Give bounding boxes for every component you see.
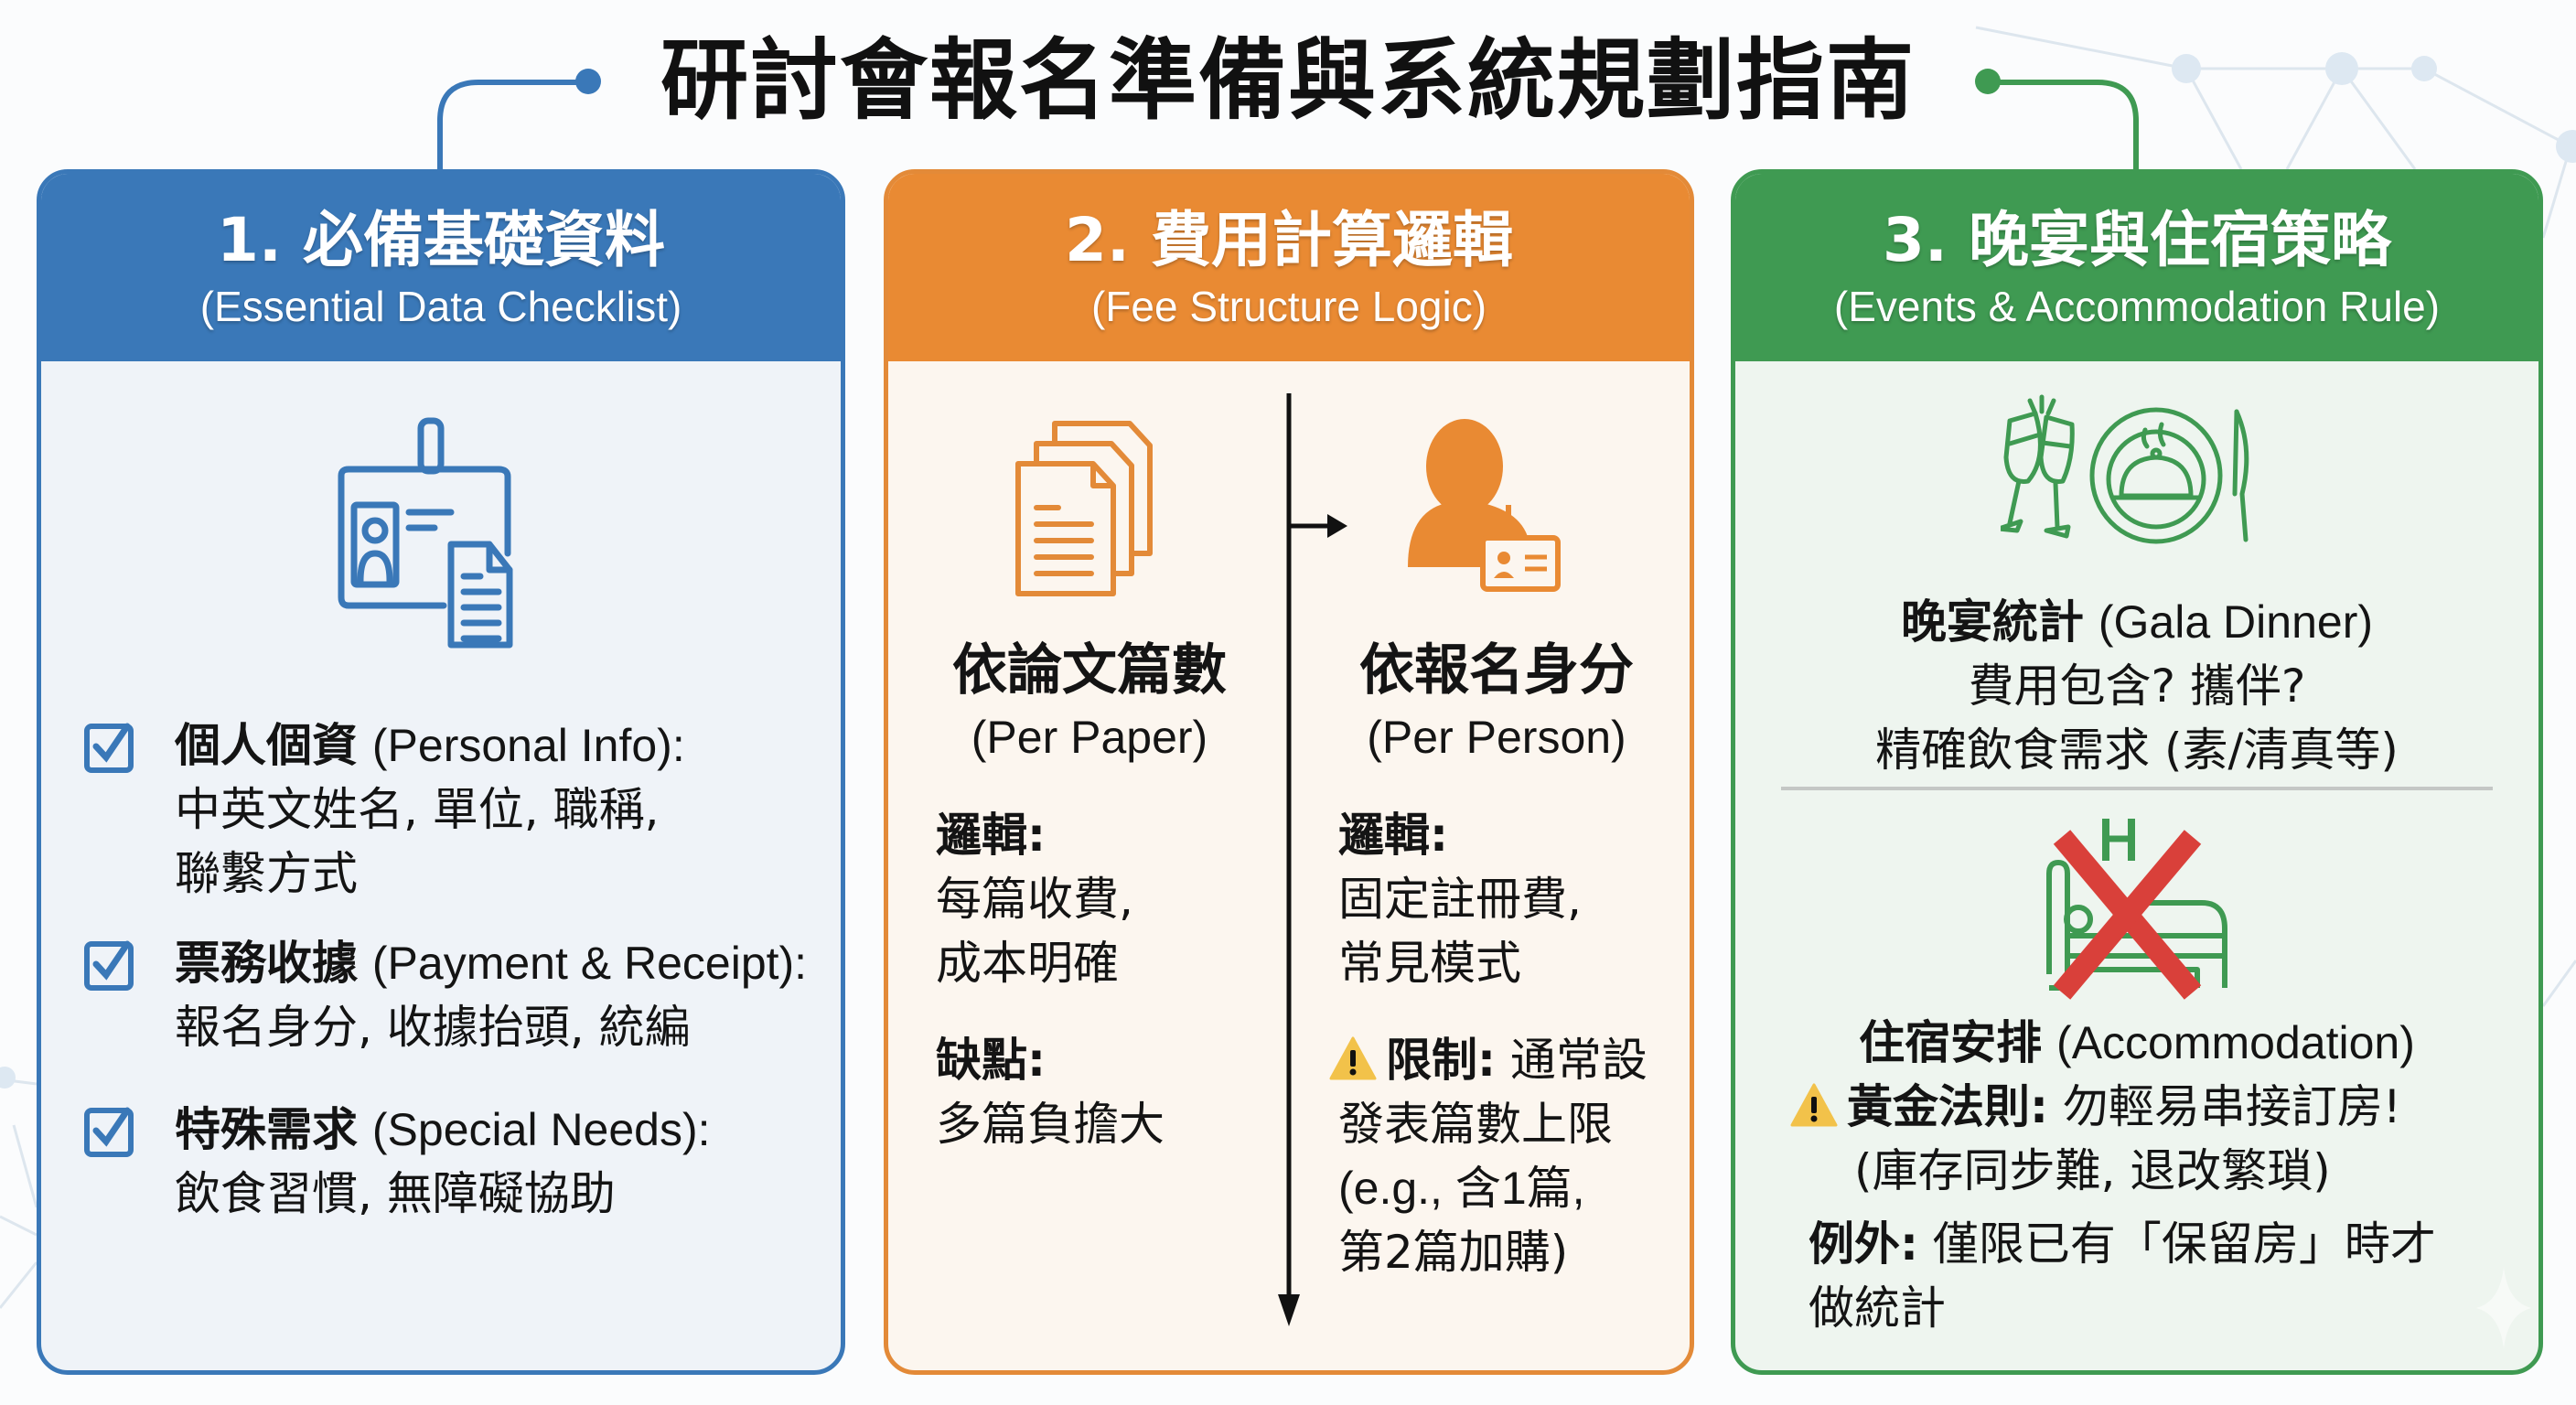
limit-label: 限制: <box>1386 1034 1496 1087</box>
green-connector-dot <box>1975 69 2001 94</box>
logic-text: 成本明確 <box>936 937 1119 990</box>
limit-text: 第2篇加購) <box>1338 1226 1569 1279</box>
checkbox-checked-icon <box>84 1107 134 1157</box>
panel-title: 1. 必備基礎資料 <box>217 204 665 275</box>
id-badge-document-icon <box>338 417 513 649</box>
gala-dinner-line: 費用包含? 攜伴? <box>1968 660 2306 713</box>
item-detail: 聯繫方式 <box>175 847 358 900</box>
panel-fee-structure: 2. 費用計算邏輯 (Fee Structure Logic) 依論文篇數 (P… <box>884 169 1694 1375</box>
per-paper-heading: 依論文篇數 <box>952 638 1227 702</box>
con-label: 缺點: <box>936 1034 1046 1087</box>
toast-glasses-plate-icon <box>2001 394 2249 544</box>
per-person-heading: 依報名身分 <box>1359 638 1634 702</box>
person-badge-icon <box>1408 419 1561 592</box>
checkbox-checked-icon <box>84 723 134 773</box>
golden-rule-note: (庫存同步難, 退改繁瑣) <box>1854 1144 2331 1197</box>
blue-connector-line <box>437 80 585 172</box>
blue-connector-dot <box>575 69 601 94</box>
hotel-bed-crossed-icon <box>2046 819 2227 1000</box>
gala-dinner-heading-en: (Gala Dinner) <box>2098 596 2373 648</box>
stacked-documents-icon <box>1015 421 1153 596</box>
panel-subtitle: (Fee Structure Logic) <box>1090 282 1487 330</box>
limit-text: 發表篇數上限 <box>1338 1098 1613 1151</box>
flow-divider-arrow <box>1278 393 1347 1326</box>
panel-header: 3. 晚宴與住宿策略 (Events & Accommodation Rule) <box>1735 174 2538 361</box>
checkbox-checked-icon <box>84 940 134 991</box>
golden-rule-text: 勿輕易串接訂房! <box>2062 1080 2401 1133</box>
panel-subtitle: (Essential Data Checklist) <box>199 282 682 330</box>
logic-text: 每篇收費, <box>936 873 1133 926</box>
logic-text: 常見模式 <box>1338 937 1521 990</box>
panel-title: 3. 晚宴與住宿策略 <box>1883 204 2391 275</box>
limit-text: (e.g., 含1篇, <box>1338 1163 1585 1214</box>
warning-icon <box>1329 1036 1377 1080</box>
gala-dinner-line: 精確飲食需求 (素/清真等) <box>1875 724 2399 777</box>
accommodation-heading: 住宿安排 <box>1859 1016 2043 1069</box>
panel-title: 2. 費用計算邏輯 <box>1065 204 1513 275</box>
panel-events-accommodation: 3. 晚宴與住宿策略 (Events & Accommodation Rule)… <box>1731 169 2543 1375</box>
item-label-en: (Payment & Receipt): <box>371 938 808 989</box>
warning-icon <box>1790 1083 1838 1127</box>
limit-text: 通常設 <box>1509 1034 1648 1087</box>
page-title: 研討會報名準備與系統規劃指南 <box>660 29 1916 132</box>
green-connector-line <box>1988 80 2139 172</box>
item-label-en: (Special Needs): <box>371 1104 711 1155</box>
exception-text: 僅限已有「保留房」時才 <box>1932 1217 2436 1271</box>
panel-header: 1. 必備基礎資料 (Essential Data Checklist) <box>41 174 841 361</box>
logic-label: 邏輯: <box>936 809 1046 862</box>
accommodation-heading-en: (Accommodation) <box>2056 1017 2415 1068</box>
item-label: 票務收據 <box>175 937 358 990</box>
logic-text: 固定註冊費, <box>1338 873 1582 926</box>
per-paper-heading-en: (Per Paper) <box>971 712 1208 763</box>
gala-dinner-heading: 晚宴統計 <box>1900 595 2084 649</box>
item-label: 個人個資 <box>175 719 358 772</box>
item-label: 特殊需求 <box>175 1103 358 1156</box>
panel-essential-data: 1. 必備基礎資料 (Essential Data Checklist) <box>37 169 845 1375</box>
logic-label: 邏輯: <box>1338 809 1448 862</box>
item-detail: 飲食習慣, 無障礙協助 <box>175 1167 616 1220</box>
sparkle-icon <box>2476 1267 2531 1349</box>
con-text: 多篇負擔大 <box>936 1098 1165 1151</box>
item-label-en: (Personal Info): <box>371 720 685 771</box>
golden-rule-label: 黃金法則: <box>1847 1080 2048 1133</box>
title-connectors <box>437 69 2139 172</box>
panel-header: 2. 費用計算邏輯 (Fee Structure Logic) <box>888 174 1690 361</box>
item-detail: 報名身分, 收據抬頭, 統編 <box>175 1001 691 1054</box>
item-detail: 中英文姓名, 單位, 職稱, <box>175 783 660 836</box>
per-person-heading-en: (Per Person) <box>1367 712 1626 763</box>
section-divider <box>1781 787 2493 790</box>
exception-text: 做統計 <box>1809 1282 1946 1335</box>
exception-label: 例外: <box>1809 1217 1918 1271</box>
panel-subtitle: (Events & Accommodation Rule) <box>1833 282 2441 330</box>
